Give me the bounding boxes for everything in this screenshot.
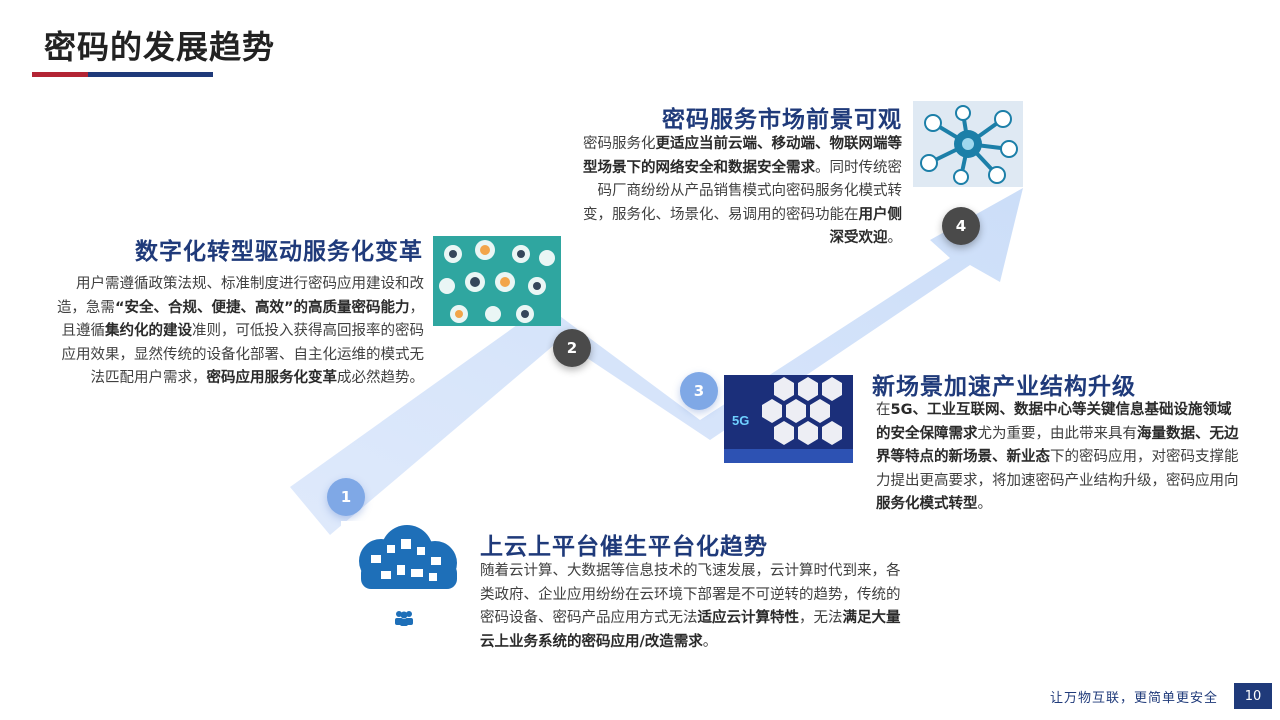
section1-title: 上云上平台催生平台化趋势 xyxy=(480,534,768,560)
step-node-2: 2 xyxy=(553,329,591,367)
section4-paragraph: 密码服务化更适应当前云端、移动端、物联网端等型场景下的网络安全和数据安全需求。同… xyxy=(583,136,902,246)
title-underline-blue xyxy=(88,72,213,77)
step-node-3: 3 xyxy=(680,372,718,410)
5g-scene-image: 5G xyxy=(724,375,853,463)
page-number: 10 xyxy=(1234,683,1272,709)
section1-paragraph: 随着云计算、大数据等信息技术的飞速发展，云计算时代到来，各类政府、企业应用纷纷在… xyxy=(480,563,901,650)
digital-people-image xyxy=(433,236,561,326)
title-underline-red xyxy=(32,72,88,77)
page-title: 密码的发展趋势 xyxy=(44,28,276,66)
section3-paragraph: 在5G、工业互联网、数据中心等关键信息基础设施领域的安全保障需求尤为重要，由此带… xyxy=(876,402,1239,512)
network-hub-image xyxy=(913,101,1023,187)
cloud-icons-image xyxy=(341,521,472,608)
step-node-1: 1 xyxy=(327,478,365,516)
section2-title: 数字化转型驱动服务化变革 xyxy=(135,239,423,265)
section3-title: 新场景加速产业结构升级 xyxy=(872,374,1136,400)
step-node-4: 4 xyxy=(942,207,980,245)
footer-slogan: 让万物互联，更简单更安全 xyxy=(1049,691,1218,706)
section4-title: 密码服务市场前景可观 xyxy=(662,107,902,133)
section2-paragraph: 用户需遵循政策法规、标准制度进行密码应用建设和改造，急需“安全、合规、便捷、高效… xyxy=(56,276,424,386)
users-icon xyxy=(394,610,414,630)
5g-label: 5G xyxy=(732,413,749,428)
